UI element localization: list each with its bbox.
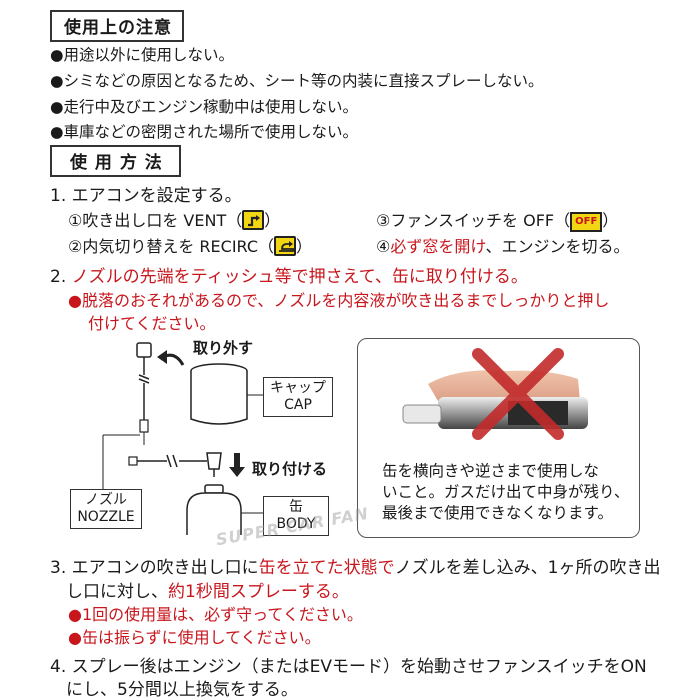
warning-photo-panel: 缶を横向きや逆さまで使用しな いこと。ガスだけ出て中身が残り、 最後まで使用でき… bbox=[357, 338, 640, 538]
step3-line2: し口に対し、約1秒間スプレーする。 bbox=[66, 582, 349, 602]
step1-sub1: ①吹き出し口を VENT（） bbox=[68, 210, 281, 230]
step1-sub2: ②内気切り替えを RECIRC（） bbox=[68, 236, 313, 256]
step4-line1: 4. スプレー後はエンジン（またはEVモード）を始動させファンスイッチをON bbox=[50, 657, 647, 677]
caution-header: 使用上の注意 bbox=[50, 10, 184, 42]
caution-item-3: ●走行中及びエンジン稼動中は使用しない。 bbox=[50, 98, 359, 116]
attach-label: 取り付ける bbox=[252, 460, 328, 478]
step3-note2: ●缶は振らずに使用してください。 bbox=[68, 628, 321, 647]
cap-label: キャップ CAP bbox=[263, 377, 333, 417]
photo-caption: 缶を横向きや逆さまで使用しな いこと。ガスだけ出て中身が残り、 最後まで使用でき… bbox=[382, 462, 630, 522]
step2-note-line1: ●脱落のおそれがあるので、ノズルを内容液が吹き出るまでしっかりと押し bbox=[68, 291, 610, 310]
step1-text: 1. エアコンを設定する。 bbox=[50, 186, 242, 206]
step3-note1: ●1回の使用量は、必ず守ってください。 bbox=[68, 605, 363, 624]
nozzle-can-diagram bbox=[102, 342, 263, 535]
attach-arrow-icon bbox=[234, 453, 240, 467]
usage-header: 使 用 方 法 bbox=[50, 145, 181, 177]
caution-item-2: ●シミなどの原因となるため、シート等の内装に直接スプレーしない。 bbox=[50, 72, 544, 90]
step1-sub3: ③ファンスイッチを OFF（OFF） bbox=[376, 211, 619, 232]
step2-note-line2: 付けてください。 bbox=[88, 314, 216, 333]
step4-line2: にし、5分間以上換気をする。 bbox=[66, 680, 298, 700]
body-label: 缶 BODY bbox=[263, 496, 329, 536]
step1-sub4: ④必ず窓を開け、エンジンを切る。 bbox=[376, 237, 630, 256]
cross-mark-icon bbox=[472, 348, 564, 440]
can-shape bbox=[204, 484, 224, 494]
off-icon: OFF bbox=[570, 212, 603, 232]
caution-item-4: ●車庫などの密閉された場所で使用しない。 bbox=[50, 123, 359, 141]
hand-can-illustration bbox=[402, 348, 588, 440]
caution-item-1: ●用途以外に使用しない。 bbox=[50, 46, 235, 64]
recirc-icon bbox=[274, 236, 297, 256]
step2-text: 2. ノズルの先端をティッシュ等で押さえて、缶に取り付ける。 bbox=[50, 267, 528, 287]
vent-icon bbox=[242, 210, 265, 230]
step3-line1: 3. エアコンの吹き出し口に缶を立てた状態でノズルを差し込み、1ヶ所の吹き出 bbox=[50, 558, 661, 578]
nozzle-label: ノズル NOZZLE bbox=[70, 489, 142, 529]
remove-label: 取り外す bbox=[193, 339, 254, 357]
